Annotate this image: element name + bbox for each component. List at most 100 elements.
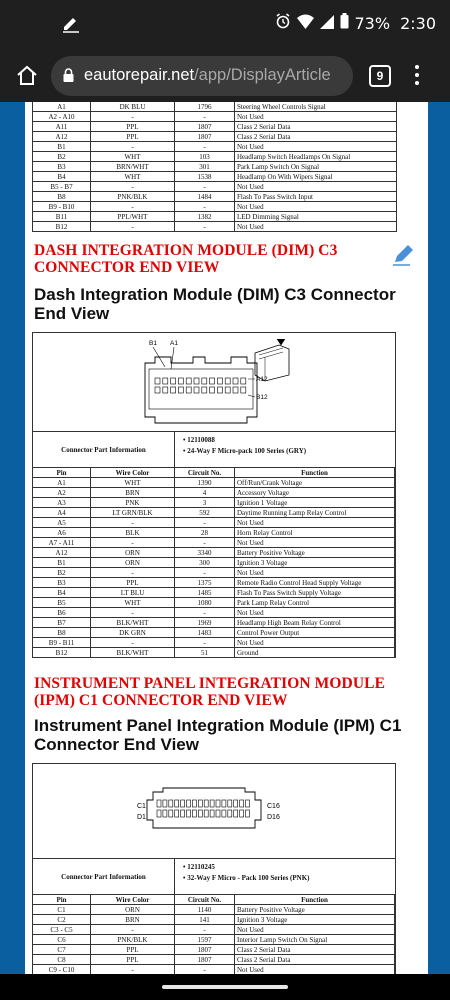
wire-color-cell: - bbox=[90, 537, 175, 548]
pin-cell: B1 bbox=[32, 141, 91, 152]
part-number: • 12110245 bbox=[183, 863, 215, 871]
circuit-cell: 1140 bbox=[174, 904, 235, 915]
pin-cell: A5 bbox=[32, 517, 91, 528]
connector-pin bbox=[180, 809, 185, 818]
table-row: B12--Not Used bbox=[32, 221, 397, 232]
circuit-cell: 1538 bbox=[174, 171, 235, 182]
annotate-button[interactable] bbox=[388, 240, 418, 270]
function-cell: LED Dimming Signal bbox=[234, 211, 397, 222]
pin-cell: B4 bbox=[32, 171, 91, 182]
wire-color-cell: BLK bbox=[90, 527, 175, 538]
tab-switcher-button[interactable]: 9 bbox=[369, 65, 391, 87]
connector-pin bbox=[201, 386, 208, 394]
label-c1: C1 bbox=[137, 803, 146, 810]
pin-cell: B12 bbox=[32, 647, 91, 658]
circuit-cell: - bbox=[174, 181, 235, 192]
function-cell: Horn Relay Control bbox=[234, 527, 395, 538]
address-bar[interactable]: eautorepair.net/app/DisplayArticle bbox=[51, 56, 353, 96]
pin-cell: C7 bbox=[32, 944, 91, 955]
connector-pin bbox=[180, 799, 185, 808]
circuit-cell: 1796 bbox=[174, 102, 235, 112]
connector-pin bbox=[162, 809, 168, 818]
table-row: B6--Not Used bbox=[32, 607, 395, 618]
circuit-cell: 1375 bbox=[174, 577, 235, 588]
function-cell: Interior Lamp Switch On Signal bbox=[234, 934, 395, 945]
pin-cell: B11 bbox=[32, 211, 91, 222]
part-description: • 24-Way F Micro-pack 100 Series (GRY) bbox=[183, 447, 307, 455]
pin-cell: A1 bbox=[32, 102, 91, 112]
function-cell: Class 2 Serial Data bbox=[234, 131, 397, 142]
wifi-icon bbox=[296, 14, 314, 33]
wire-color-cell: - bbox=[90, 517, 175, 528]
connector-pin bbox=[156, 799, 162, 808]
column-header: Function bbox=[234, 894, 395, 905]
wire-color-cell: BLK/WHT bbox=[90, 647, 175, 658]
wire-color-cell: PPL bbox=[90, 954, 175, 965]
function-cell: Not Used bbox=[234, 111, 397, 122]
label-b1: B1 bbox=[149, 340, 157, 347]
part-description: • 32-Way F Micro - Pack 100 Series (PNK) bbox=[183, 874, 310, 882]
wire-color-cell: PPL bbox=[90, 577, 175, 588]
browser-toolbar: eautorepair.net/app/DisplayArticle 9 bbox=[0, 50, 450, 102]
dim-c3-part-info: Connector Part Information • 12110088 • … bbox=[33, 431, 395, 467]
function-cell: Flash To Pass Switch Input bbox=[234, 191, 397, 202]
circuit-cell: 3 bbox=[174, 497, 235, 508]
connector-pin bbox=[198, 799, 203, 808]
wire-color-cell: PPL/WHT bbox=[90, 211, 175, 222]
pin-cell: B5 bbox=[32, 597, 91, 608]
home-button[interactable] bbox=[14, 63, 40, 89]
pin-cell: C2 bbox=[32, 914, 91, 925]
connector-pin bbox=[221, 799, 227, 808]
wire-color-cell: DK GRN bbox=[90, 627, 175, 638]
label-a1: A1 bbox=[170, 340, 178, 347]
pencil-icon bbox=[393, 245, 413, 266]
table-row: A7 - A11--Not Used bbox=[32, 537, 395, 548]
part-info-label: Connector Part Information bbox=[33, 859, 175, 894]
connector-pin bbox=[224, 386, 231, 394]
function-cell: Headlamp On With Wipers Signal bbox=[234, 171, 397, 182]
function-cell: Not Used bbox=[234, 537, 395, 548]
function-cell: Ignition 1 Voltage bbox=[234, 497, 395, 508]
function-cell: Control Power Output bbox=[234, 627, 395, 638]
pin-cell: A3 bbox=[32, 497, 91, 508]
table-row: B9 - B11--Not Used bbox=[32, 637, 395, 648]
wire-color-cell: WHT bbox=[90, 171, 175, 182]
function-cell: Steering Wheel Controls Signal bbox=[234, 102, 397, 112]
wire-color-cell: - bbox=[90, 221, 175, 232]
table-row: C3 - C5--Not Used bbox=[32, 924, 395, 935]
wire-color-cell: - bbox=[90, 181, 175, 192]
connector-pin bbox=[154, 386, 161, 394]
cell-signal-icon bbox=[319, 14, 334, 33]
table-row: B5 - B7--Not Used bbox=[32, 181, 397, 192]
connector-pin bbox=[162, 799, 168, 808]
wire-color-cell: - bbox=[90, 924, 175, 935]
circuit-cell: - bbox=[174, 637, 235, 648]
function-cell: Ignition 3 Voltage bbox=[234, 557, 395, 568]
wire-color-cell: WHT bbox=[90, 477, 175, 488]
home-gesture-handle[interactable] bbox=[162, 985, 288, 989]
wire-color-cell: PPL bbox=[90, 121, 175, 132]
function-cell: Not Used bbox=[234, 141, 397, 152]
connector-pin bbox=[186, 799, 191, 808]
connector-pin bbox=[215, 809, 221, 818]
wire-color-cell: DK BLU bbox=[90, 102, 175, 112]
wire-color-cell: BRN bbox=[90, 487, 175, 498]
connector-pin bbox=[209, 799, 215, 808]
wire-color-cell: PPL bbox=[90, 944, 175, 955]
wire-color-cell: WHT bbox=[90, 151, 175, 162]
overflow-menu-button[interactable] bbox=[412, 65, 422, 89]
column-header: Wire Color bbox=[90, 894, 175, 905]
pin-cell: A12 bbox=[32, 131, 91, 142]
circuit-cell: - bbox=[174, 924, 235, 935]
function-cell: Class 2 Serial Data bbox=[234, 121, 397, 132]
ipm-c1-figure: C1 D1 C16 D16 Connector Part Information… bbox=[32, 763, 396, 974]
